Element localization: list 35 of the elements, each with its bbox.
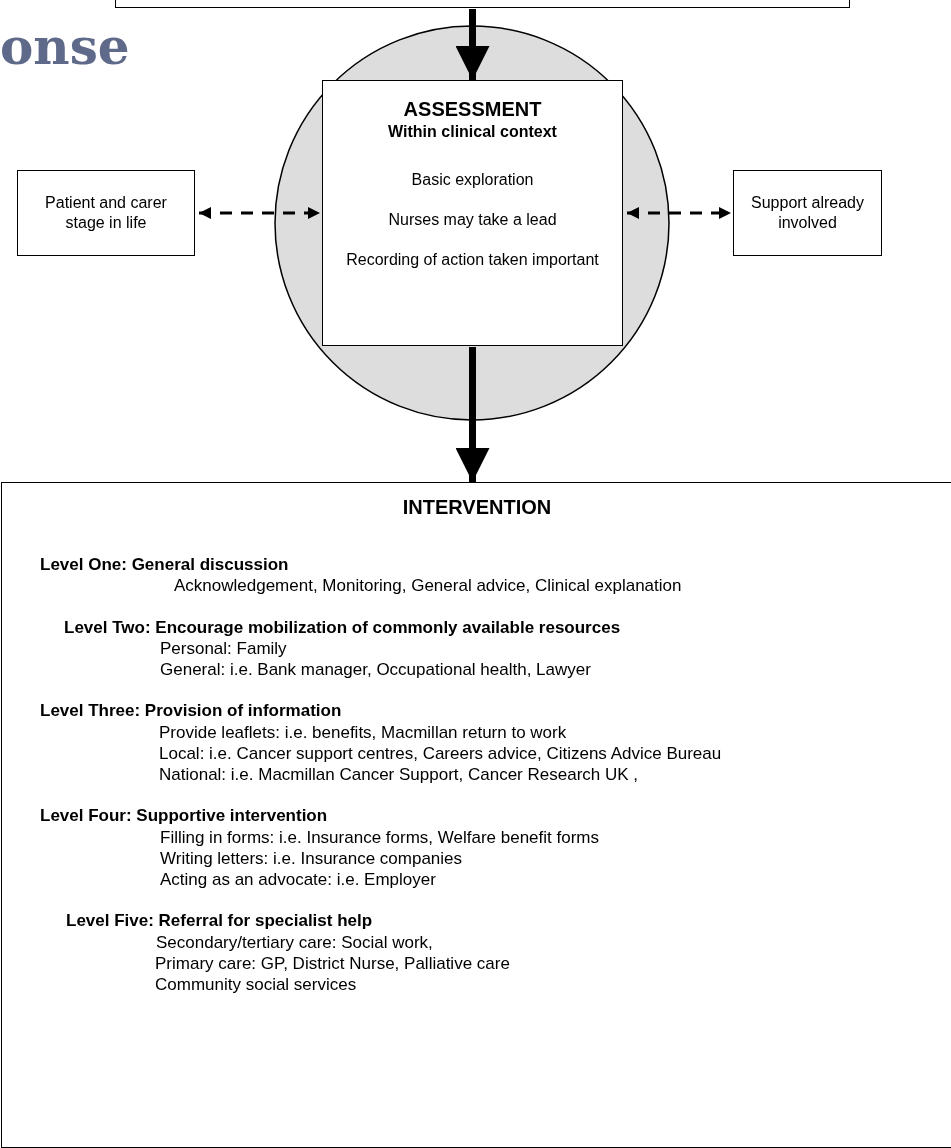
- circle-shape: [274, 25, 670, 421]
- dashed-arrow: [627, 207, 731, 219]
- heading: Level Four: Supportive intervention: [39, 805, 329, 827]
- heading: Level One: General discussion: [39, 554, 290, 576]
- text: Support already involved: [750, 193, 865, 233]
- title-fragment: onse: [0, 22, 130, 72]
- text: Nurses may take a lead: [387, 210, 558, 230]
- heading: Level Five: Referral for specialist help: [65, 910, 374, 932]
- text: Basic exploration: [410, 170, 535, 190]
- heading: INTERVENTION: [401, 495, 553, 520]
- text: Provide leaflets: i.e. benefits, Macmillan return to work: [158, 721, 568, 743]
- text: Patient and carer stage in life: [44, 193, 168, 233]
- heading: Within clinical context: [387, 122, 558, 142]
- text: Acting as an advocate: i.e. Employer: [159, 869, 437, 891]
- text: Acknowledgement, Monitoring, General advice, Clinical explanation: [173, 575, 683, 597]
- dashed-arrow: [199, 207, 320, 219]
- side-box: [17, 170, 195, 256]
- side-box: [733, 170, 882, 256]
- text: Recording of action taken important: [345, 250, 600, 270]
- text: National: i.e. Macmillan Cancer Support, Cancer Research UK ,: [158, 764, 640, 786]
- heading: Level Three: Provision of information: [39, 700, 343, 722]
- text: Filling in forms: i.e. Insurance forms, Welfare benefit forms: [159, 826, 600, 848]
- heading: ASSESSMENT: [402, 97, 543, 122]
- arrow: [455, 9, 490, 80]
- text: Personal: Family: [159, 637, 288, 659]
- arrow: [455, 347, 490, 482]
- assessment-box: [322, 80, 623, 346]
- heading: Level Two: Encourage mobilization of commonly available resources: [63, 616, 622, 638]
- text: Primary care: GP, District Nurse, Palliative care: [154, 952, 511, 974]
- text: General: i.e. Bank manager, Occupational health, Lawyer: [159, 659, 592, 681]
- text: Writing letters: i.e. Insurance companies: [159, 847, 464, 869]
- intervention-box: [1, 482, 951, 1148]
- text: Secondary/tertiary care: Social work,: [155, 931, 434, 953]
- text: Community social services: [154, 974, 358, 996]
- text: Local: i.e. Cancer support centres, Careers advice, Citizens Advice Bureau: [158, 742, 723, 764]
